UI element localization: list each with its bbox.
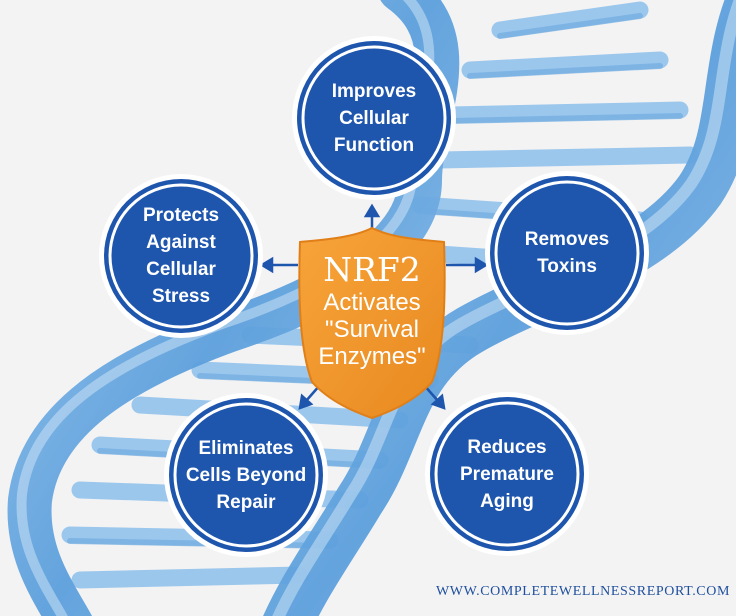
node-removes-toxins: Removes Toxins (524, 229, 610, 277)
nrf2-subtitle: Activates "Survival Enzymes" (318, 289, 426, 370)
node-circles (99, 36, 649, 557)
node-eliminates-cells-beyond-repair: Eliminates Cells Beyond Repair (185, 437, 307, 513)
website-url[interactable]: WWW.COMPLETEWELLNESSREPORT.COM (435, 584, 730, 599)
nrf2-shield (298, 226, 446, 420)
node-reduces-premature-aging: Reduces Premature Aging (460, 436, 554, 512)
node-protects-against-cellular-stress: Protects Against Cellular Stress (142, 205, 220, 307)
node-improves-cellular-function: Improves Cellular Function (331, 80, 417, 156)
nrf2-title: NRF2 (323, 250, 421, 289)
